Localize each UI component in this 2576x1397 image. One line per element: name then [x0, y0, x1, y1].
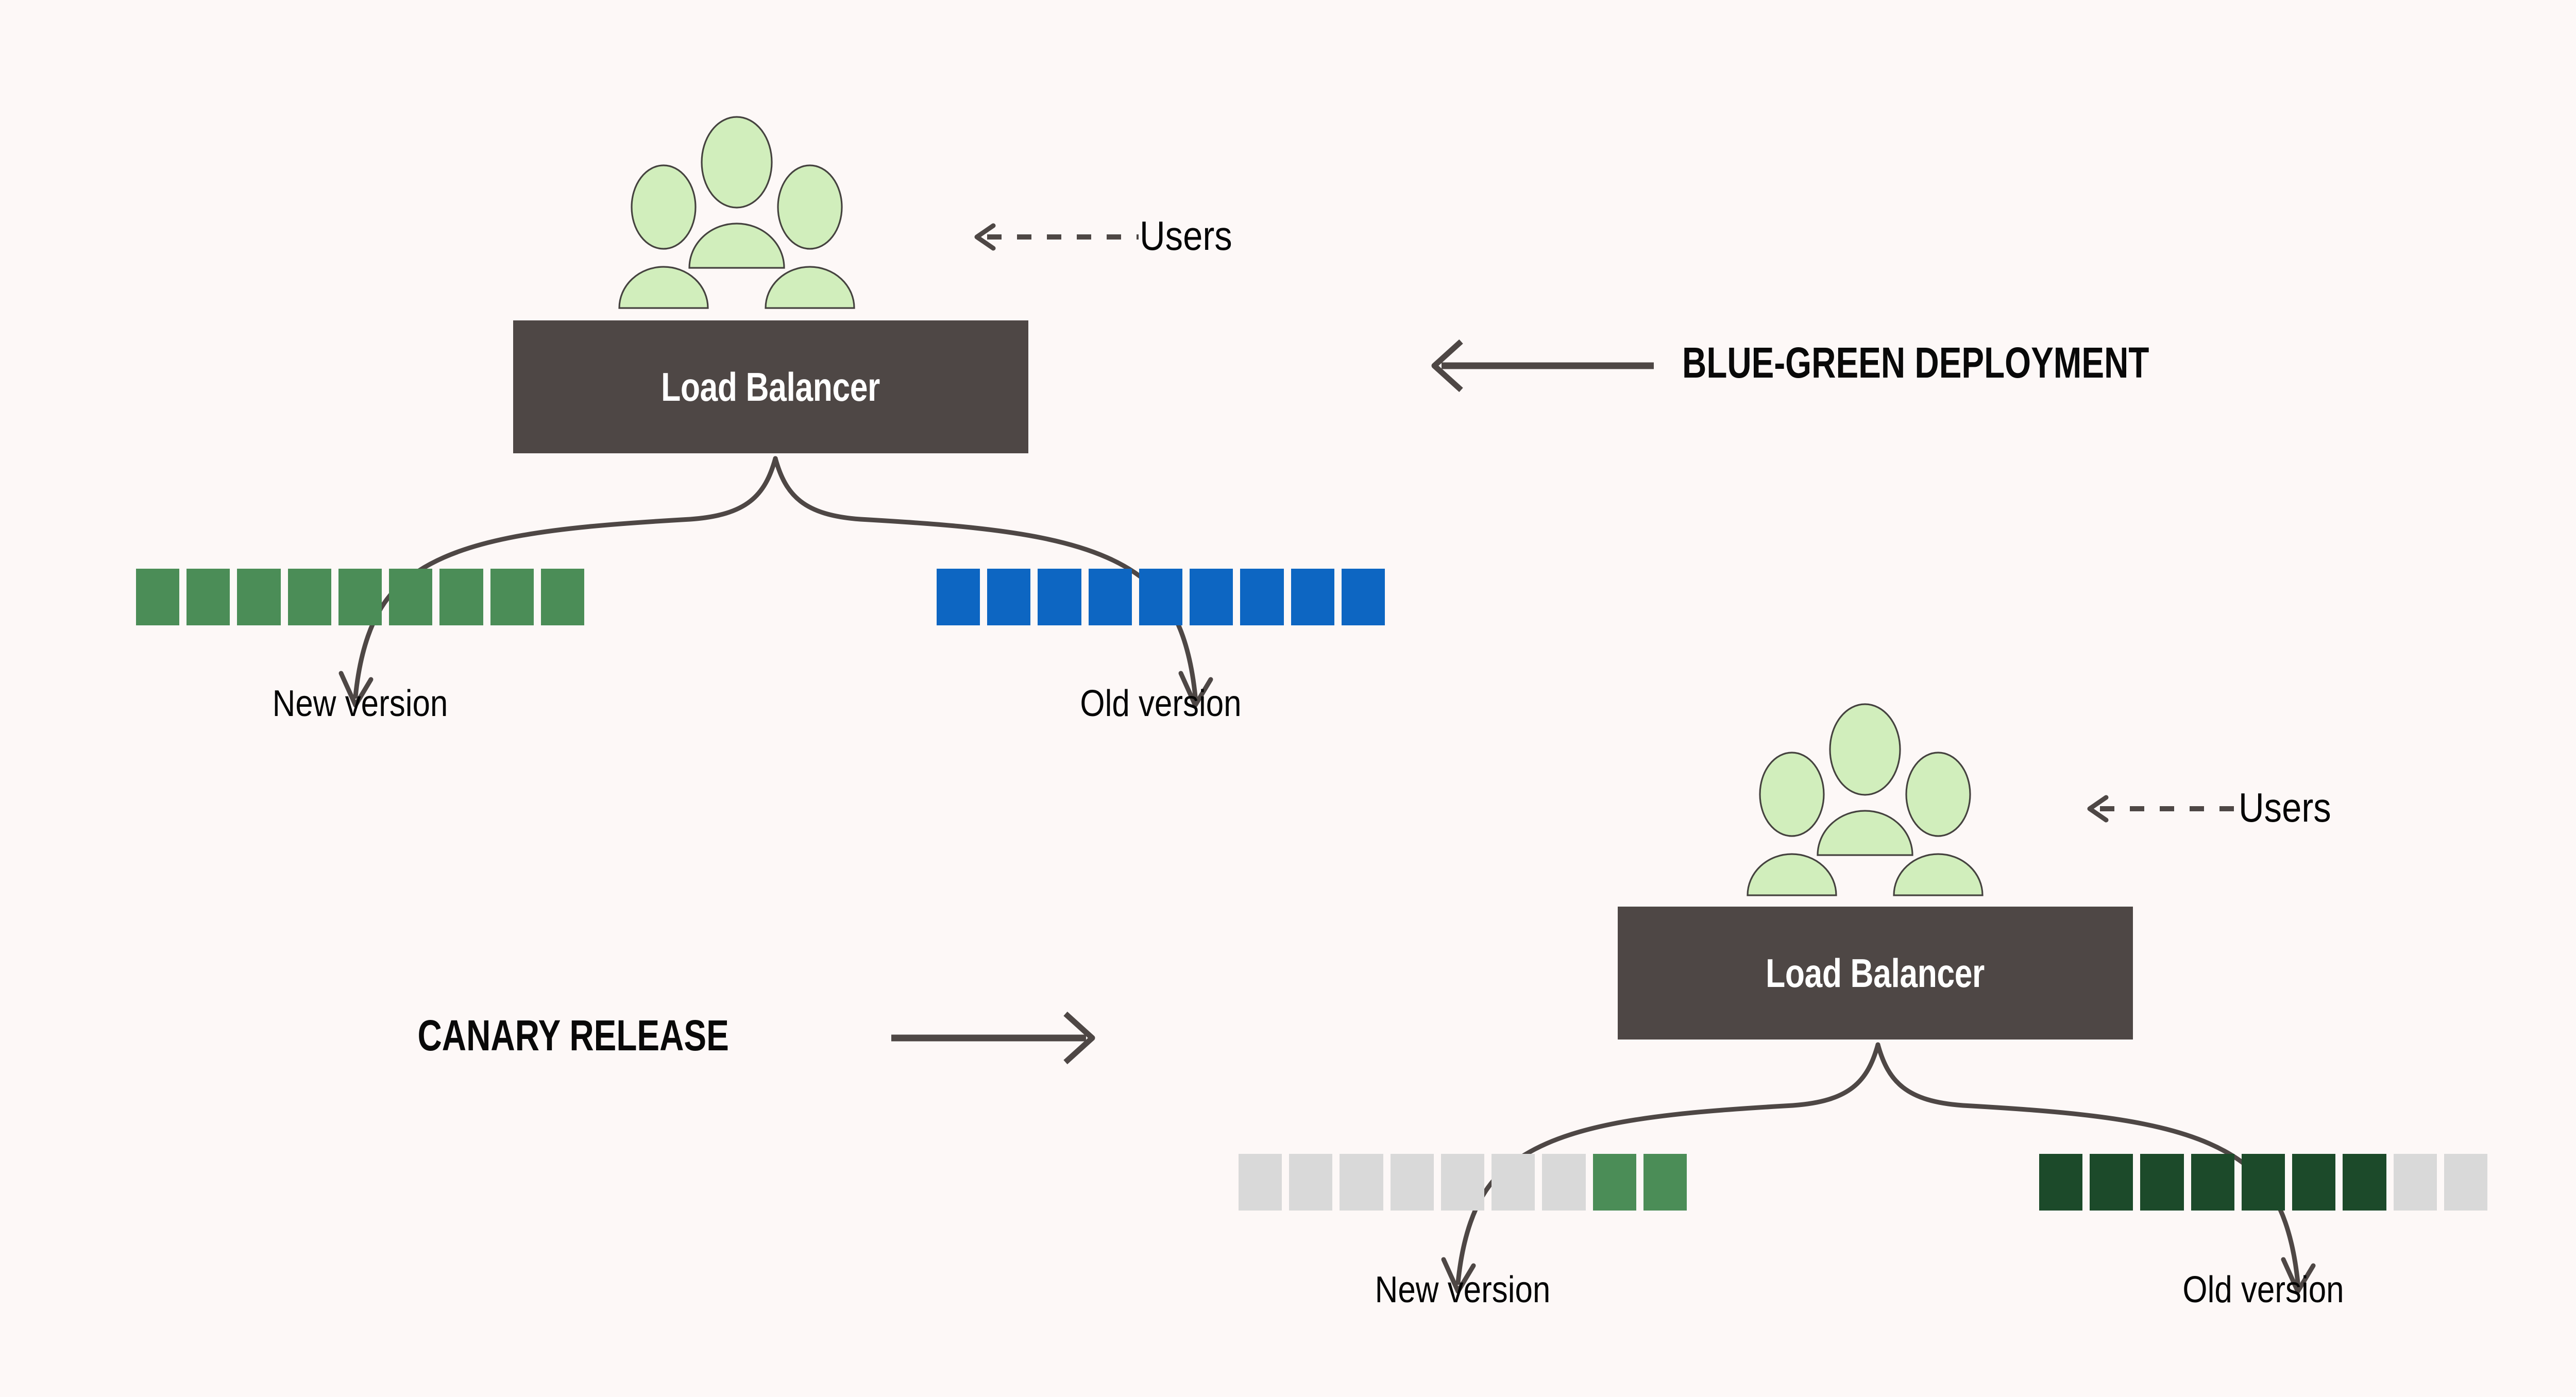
person-body-center [688, 223, 785, 269]
server-block-active [389, 569, 433, 625]
users-icon-group-canary [1695, 695, 2035, 896]
person-body-left [1747, 853, 1837, 896]
server-block-inactive [2393, 1154, 2437, 1211]
server-block-active [1190, 569, 1233, 625]
users-icon-group-blue-green [567, 108, 907, 309]
arrowhead-left-icon [2087, 795, 2109, 823]
server-block-inactive [1239, 1154, 1282, 1211]
split-arrow-right-path [1875, 1042, 2300, 1285]
server-block-inactive [1390, 1154, 1434, 1211]
split-arrow-left-head-icon [1441, 1257, 1476, 1294]
server-block-active [2191, 1154, 2234, 1211]
server-blocks-blue-green-old [937, 569, 1385, 625]
server-block-active [1088, 569, 1132, 625]
split-arrow-left-path [1455, 1042, 1880, 1285]
person-head-left [631, 164, 697, 250]
server-block-active [1592, 1154, 1636, 1211]
person-head-right [777, 164, 843, 250]
section-title-canary: CANARY RELEASE [417, 1011, 729, 1060]
server-block-active [490, 569, 534, 625]
server-block-active [540, 569, 584, 625]
server-block-active [2039, 1154, 2083, 1211]
users-label-blue-green: Users [1140, 213, 1232, 259]
split-arrow-right-path [773, 456, 1198, 699]
server-block-inactive [1340, 1154, 1383, 1211]
load-balancer-box-blue-green[interactable]: Load Balancer [513, 320, 1028, 453]
users-label-canary: Users [2239, 785, 2331, 830]
server-blocks-canary-old [2039, 1154, 2487, 1211]
server-block-active [187, 569, 230, 625]
server-block-active [2292, 1154, 2336, 1211]
server-block-active [136, 569, 180, 625]
server-block-active [439, 569, 483, 625]
person-body-left [618, 266, 709, 309]
server-block-active [2343, 1154, 2386, 1211]
split-arrow-left-head-icon [338, 671, 374, 708]
server-block-inactive [1289, 1154, 1333, 1211]
users-people-icon [1747, 703, 1984, 896]
split-arrow-right-head-icon [2281, 1257, 2316, 1294]
users-dashed-arrow-blue-green [969, 222, 1139, 252]
server-block-active [2140, 1154, 2184, 1211]
server-blocks-blue-green-new [136, 569, 584, 625]
server-block-active [987, 569, 1031, 625]
split-arrow-left-path [353, 456, 778, 699]
version-label-canary-old: Old version [2182, 1269, 2344, 1310]
version-label-canary-new: New version [1375, 1269, 1551, 1310]
server-block-active [1038, 569, 1081, 625]
canary-title-arrow [891, 1010, 1097, 1066]
split-arrow-right-head-icon [1178, 671, 1213, 708]
server-block-active [1139, 569, 1183, 625]
version-label-blue-green-old: Old version [1080, 683, 1242, 724]
server-block-active [1240, 569, 1284, 625]
blue-green-title-arrow [1427, 337, 1654, 394]
server-block-active [2090, 1154, 2133, 1211]
arrowhead-left-icon [1431, 339, 1463, 393]
server-blocks-canary-new [1239, 1154, 1687, 1211]
server-block-inactive [2444, 1154, 2487, 1211]
arrowhead-left-icon [974, 223, 996, 251]
server-block-active [1643, 1154, 1687, 1211]
person-head-left [1759, 752, 1825, 837]
load-balancer-box-canary[interactable]: Load Balancer [1618, 907, 2133, 1040]
person-head-center [701, 116, 773, 209]
person-head-right [1905, 752, 1971, 837]
server-block-active [338, 569, 382, 625]
server-block-inactive [1440, 1154, 1485, 1211]
person-body-center [1817, 810, 1913, 856]
person-body-right [765, 266, 855, 309]
server-block-active [287, 569, 331, 625]
load-balancer-label: Load Balancer [661, 364, 880, 410]
load-balancer-split-arrows-blue-green [299, 449, 1252, 708]
load-balancer-label: Load Balancer [1766, 950, 1985, 996]
section-title-blue-green: BLUE-GREEN DEPLOYMENT [1682, 338, 2149, 387]
load-balancer-split-arrows-canary [1401, 1035, 2354, 1294]
server-block-active [1291, 569, 1334, 625]
server-block-inactive [1542, 1154, 1586, 1211]
server-block-active [937, 569, 980, 625]
users-dashed-arrow-canary [2081, 793, 2236, 824]
arrowhead-right-icon [1063, 1011, 1095, 1065]
person-head-center [1829, 703, 1901, 796]
server-block-inactive [1492, 1154, 1535, 1211]
server-block-active [2241, 1154, 2285, 1211]
users-people-icon [618, 116, 855, 309]
server-block-active [1341, 569, 1385, 625]
person-body-right [1893, 853, 1984, 896]
server-block-active [237, 569, 281, 625]
version-label-blue-green-new: New version [272, 683, 448, 724]
